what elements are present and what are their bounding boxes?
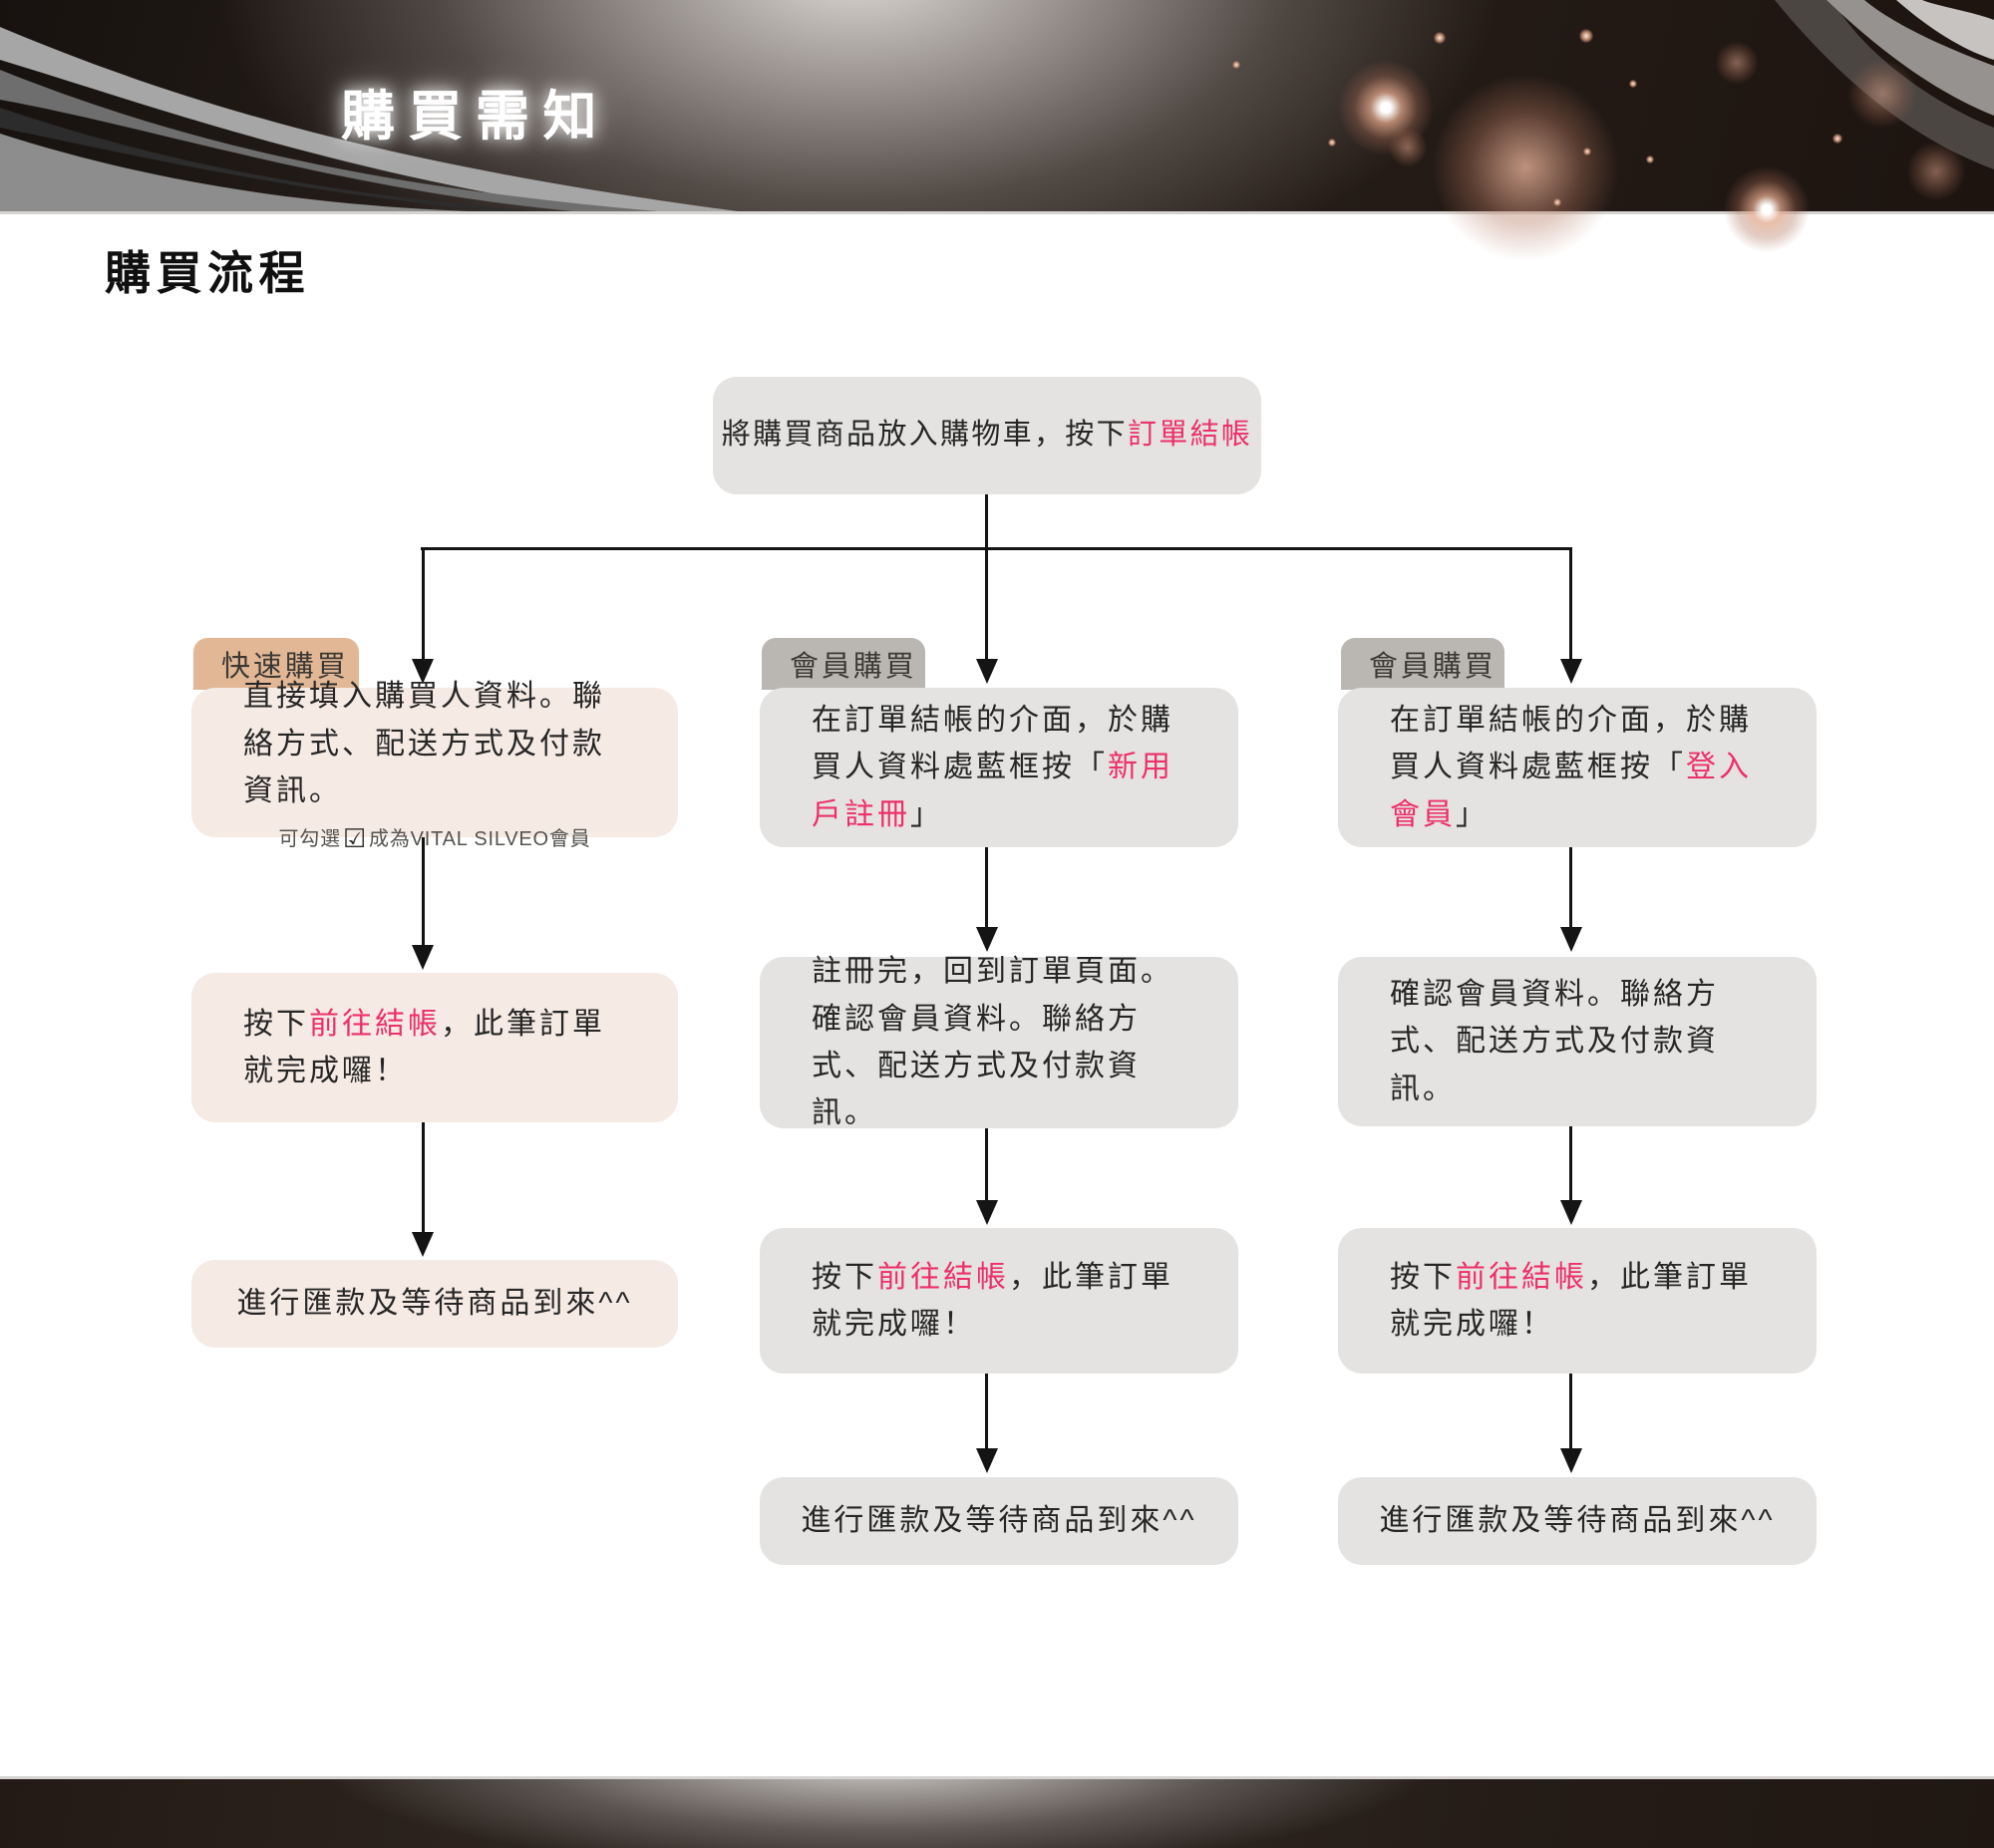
connector-line — [985, 547, 988, 659]
member-register-step2-text: 註冊完，回到訂單頁面。確認會員資料。聯絡方式、配送方式及付款資訊。 — [812, 955, 1173, 1130]
go-checkout-highlight: 前往結帳 — [309, 1007, 441, 1041]
connector-line — [1569, 847, 1572, 927]
header-banner: 購買需知 — [0, 0, 1994, 262]
member-login-step2-box: 確認會員資料。聯絡方式、配送方式及付款資訊。 — [1338, 957, 1817, 1126]
member-register-step4-box: 進行匯款及等待商品到來^^ — [760, 1477, 1238, 1565]
go-checkout-highlight: 前往結帳 — [877, 1260, 1009, 1294]
member-login-step2-text: 確認會員資料。聯絡方式、配送方式及付款資訊。 — [1390, 977, 1719, 1105]
checked-checkbox-icon: ☑ — [342, 822, 368, 853]
arrow-down-icon — [976, 1448, 998, 1473]
connector-line — [985, 847, 988, 927]
connector-line — [422, 547, 425, 659]
decor-swoosh-left-icon — [0, 27, 738, 211]
tab-label: 快速購買 — [221, 651, 349, 683]
connector-line — [422, 837, 425, 945]
arrow-down-icon — [976, 927, 998, 952]
member-login-step3-box: 按下前往結帳，此筆訂單就完成囉！ — [1338, 1228, 1817, 1374]
start-text: 將購買商品放入購物車，按下 — [721, 419, 1128, 452]
go-checkout-highlight: 前往結帳 — [1456, 1260, 1587, 1294]
quick-step1-text: 直接填入購買人資料。聯絡方式、配送方式及付款資訊。 — [243, 680, 605, 808]
tab-member-purchase-login: 會員購買 — [1341, 638, 1504, 690]
arrow-down-icon — [1560, 1200, 1582, 1225]
connector-line — [1569, 1374, 1572, 1448]
member-login-step1-box: 在訂單結帳的介面，於購買人資料處藍框按「登入會員」 — [1338, 688, 1817, 847]
arrow-down-icon — [412, 945, 434, 970]
member-login-highlight: 登入會員 — [1390, 751, 1752, 831]
arrow-down-icon — [412, 659, 434, 684]
quick-step2-box: 按下前往結帳，此筆訂單就完成囉！ — [191, 973, 678, 1122]
member-login-step4-box: 進行匯款及等待商品到來^^ — [1338, 1477, 1817, 1565]
flow-start-box: 將購買商品放入購物車，按下訂單結帳 — [713, 377, 1261, 494]
new-user-register-highlight: 新用戶註冊 — [812, 751, 1173, 831]
tab-label: 會員購買 — [790, 651, 917, 683]
connector-line — [985, 494, 988, 547]
connector-line — [985, 1374, 988, 1448]
arrow-down-icon — [1560, 927, 1582, 952]
tab-quick-purchase: 快速購買 — [193, 638, 359, 690]
member-register-step4-text: 進行匯款及等待商品到來^^ — [801, 1504, 1197, 1538]
member-register-step2-box: 註冊完，回到訂單頁面。確認會員資料。聯絡方式、配送方式及付款資訊。 — [760, 955, 1238, 1129]
connector-line — [421, 547, 1572, 550]
tab-label: 會員購買 — [1369, 651, 1496, 683]
quick-step3-text: 進行匯款及等待商品到來^^ — [236, 1287, 633, 1321]
order-checkout-highlight: 訂單結帳 — [1127, 419, 1253, 452]
arrow-down-icon — [1560, 659, 1582, 684]
connector-line — [1569, 547, 1572, 659]
connector-line — [422, 1122, 425, 1232]
quick-step3-box: 進行匯款及等待商品到來^^ — [191, 1260, 678, 1348]
arrow-down-icon — [976, 1200, 998, 1225]
arrow-down-icon — [412, 1232, 434, 1257]
arrow-down-icon — [976, 659, 998, 684]
section-title: 購買流程 — [105, 247, 311, 299]
member-register-step1-box: 在訂單結帳的介面，於購買人資料處藍框按「新用戶註冊」 — [760, 688, 1238, 847]
connector-line — [1569, 1126, 1572, 1200]
quick-step1-box: 直接填入購買人資料。聯絡方式、配送方式及付款資訊。 可勾選☑成為VITAL SI… — [191, 680, 678, 853]
member-login-step4-text: 進行匯款及等待商品到來^^ — [1379, 1504, 1776, 1538]
footer-banner — [0, 1776, 1994, 1848]
quick-step1-note: 可勾選☑成為VITAL SILVEO會員 — [278, 822, 591, 853]
member-register-step3-box: 按下前往結帳，此筆訂單就完成囉！ — [760, 1228, 1238, 1374]
connector-line — [985, 1128, 988, 1200]
arrow-down-icon — [1560, 1448, 1582, 1473]
tab-member-purchase-register: 會員購買 — [762, 638, 925, 690]
header-title: 購買需知 — [341, 87, 610, 147]
